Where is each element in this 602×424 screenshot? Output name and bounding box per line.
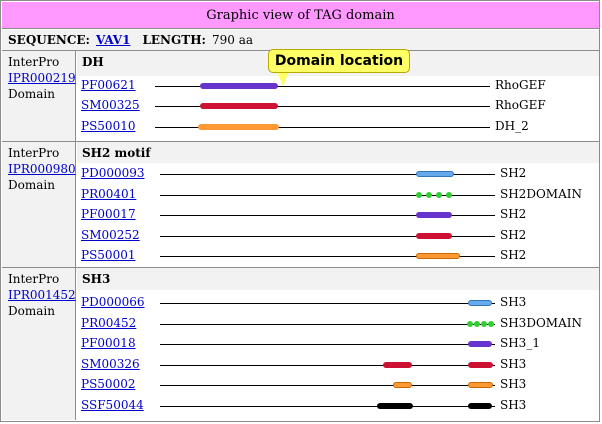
motif-segment [467,321,473,327]
domain-label: SH3_1 [500,336,540,350]
length-value: 790 aa [211,33,253,47]
domain-label: RhoGEF [495,78,546,92]
domain-bar [416,233,452,239]
interpro-db-label: InterPro [8,272,60,286]
sequence-link[interactable]: VAV1 [95,33,131,47]
domain-location-callout: Domain location [268,49,410,73]
domain-bar [200,83,278,89]
domain-bar [200,103,278,109]
domain-bar [416,171,454,177]
sequence-label: SEQUENCE: [8,33,90,47]
interpro-db-label: InterPro [8,55,60,69]
interpro-cell: InterPro IPR000219 Domain [2,51,76,141]
signature-link[interactable]: PF00017 [81,207,136,221]
sequence-line [160,174,495,175]
interpro-type-label: Domain [8,304,55,318]
motif-segment [436,192,442,198]
signature-link[interactable]: PF00018 [81,336,136,350]
interpro-type-label: Domain [8,178,55,192]
domain-label: SH3 [500,398,527,412]
domain-label: RhoGEF [495,98,546,112]
motif-segment [426,192,432,198]
sequence-line [160,406,495,407]
signature-link[interactable]: PD000093 [81,166,145,180]
category-title: SH3 [82,272,111,286]
domain-label: SH2DOMAIN [500,187,582,201]
sequence-line [160,324,495,325]
callout-pointer [277,72,289,86]
signature-link[interactable]: PS50002 [81,377,136,391]
interpro-id-link[interactable]: IPR000219 [8,71,76,85]
domain-bar [468,382,493,388]
length-label: LENGTH: [142,33,206,47]
interpro-db-label: InterPro [8,146,60,160]
track-area-sh3 [77,290,599,420]
domain-label: SH2 [500,207,527,221]
signature-link[interactable]: PS50001 [81,248,136,262]
sequence-line [160,344,495,345]
signature-link[interactable]: SSF50044 [81,398,144,412]
page-title: Graphic view of TAG domain [2,2,599,29]
domain-bar [468,341,492,347]
signature-link[interactable]: SM00325 [81,98,140,112]
interpro-cell: InterPro IPR000980 Domain [2,142,76,267]
domain-bar [383,362,412,368]
domain-bar [468,362,493,368]
interpro-id-link[interactable]: IPR000980 [8,162,76,176]
interpro-id-link[interactable]: IPR001452 [8,288,76,302]
category-title: DH [82,55,104,69]
signature-link[interactable]: PR00452 [81,316,137,330]
domain-bar [377,403,413,409]
signature-link[interactable]: PS50010 [81,119,136,133]
signature-link[interactable]: PF00621 [81,78,136,92]
sequence-row: SEQUENCE: VAV1 LENGTH: 790 aa [2,30,599,51]
domain-bar [468,300,492,306]
sequence-line [160,303,495,304]
motif-segment [416,192,422,198]
motif-segment [488,321,494,327]
domain-bar [468,403,492,409]
interpro-type-label: Domain [8,87,55,101]
domain-label: SH2 [500,166,527,180]
domain-label: SH2 [500,228,527,242]
signature-link[interactable]: SM00326 [81,357,140,371]
sequence-line [160,385,495,386]
domain-label: SH3 [500,377,527,391]
domain-label: SH2 [500,248,527,262]
signature-link[interactable]: PR00401 [81,187,137,201]
sequence-line [160,215,495,216]
domain-bar [416,253,460,259]
motif-segment [474,321,480,327]
signature-link[interactable]: PD000066 [81,295,145,309]
domain-bar [416,212,452,218]
motif-segment [481,321,487,327]
category-title: SH2 motif [82,146,151,160]
signature-link[interactable]: SM00252 [81,228,140,242]
domain-label: DH_2 [495,119,529,133]
interpro-cell: InterPro IPR001452 Domain [2,268,76,420]
sequence-line [155,106,490,107]
motif-segment [446,192,452,198]
sequence-line [160,236,495,237]
sequence-line [155,127,490,128]
domain-label: SH3 [500,357,527,371]
sequence-line [160,256,495,257]
sequence-line [155,86,490,87]
sequence-line [160,365,495,366]
domain-bar [393,382,412,388]
domain-bar [198,124,279,130]
domain-label: SH3DOMAIN [500,316,582,330]
sequence-line [160,195,495,196]
domain-label: SH3 [500,295,527,309]
